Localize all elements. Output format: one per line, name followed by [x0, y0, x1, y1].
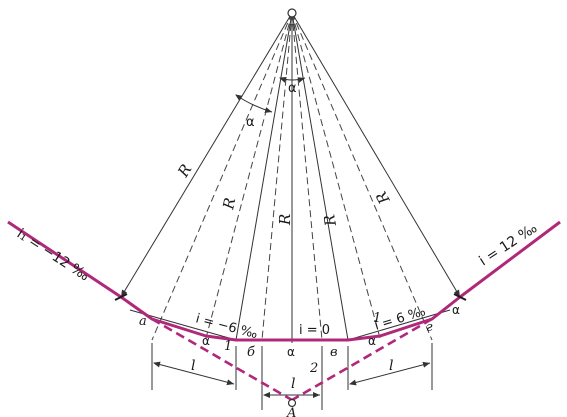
- tangent-lines: [151, 317, 433, 402]
- segment-label-left: l: [191, 358, 195, 374]
- dashed-radial-4: [291, 12, 323, 341]
- dashed-radial-5: [291, 12, 381, 339]
- curve-end-ticks: [114, 293, 467, 301]
- dashed-radial-3: [261, 12, 293, 341]
- left-angle-arc: [235, 94, 273, 113]
- dimension-lines: [151, 343, 433, 410]
- radius-label-center: R: [276, 214, 294, 226]
- grade-label-left: i₁ = −12 ‰: [14, 226, 92, 285]
- radius-label-right: R: [372, 188, 394, 208]
- rail-profile-line: [7, 220, 561, 342]
- angle-label-alpha-4: α: [452, 303, 460, 317]
- tangent-right: [291, 317, 433, 402]
- number-label-1-left: 1: [224, 339, 232, 354]
- number-label-2: 2: [309, 361, 318, 376]
- angle-label-alpha-2: α: [287, 345, 295, 359]
- angle-label-apex: α: [288, 81, 297, 96]
- dim-l-left: [153, 361, 235, 386]
- segment-label-center: l: [291, 376, 295, 392]
- radius-right: [291, 12, 461, 298]
- segment-label-right: l: [389, 358, 393, 374]
- apex-angle-arc: [279, 77, 306, 83]
- radius-label-center-left: R: [219, 196, 239, 212]
- angle-label-left: α: [246, 115, 255, 130]
- dashed-radial-6: [291, 12, 433, 341]
- dashed-radial-2: [205, 12, 293, 339]
- labels: R R R R R α α α α α α i₁ = −12 ‰ i = 12 …: [14, 81, 541, 417]
- point-label-b: б: [247, 345, 255, 360]
- angle-label-alpha-3: α: [368, 334, 376, 348]
- radius-lines: [120, 12, 461, 343]
- dashed-radial-1: [151, 12, 293, 341]
- point-label-v: в: [330, 345, 338, 360]
- angle-arcs: [235, 77, 306, 113]
- radius-center-right: [291, 12, 349, 341]
- point-label-a: a: [139, 314, 147, 329]
- radius-center-left: [235, 12, 293, 341]
- grade-label-zero: i = 0: [299, 323, 330, 338]
- radius-label-center-right: R: [320, 213, 340, 228]
- number-label-1-right: 1: [373, 311, 381, 326]
- angle-label-alpha-1: α: [202, 334, 210, 348]
- dim-l-right: [349, 361, 431, 386]
- tangent-left: [151, 317, 293, 402]
- dashed-radial-lines: [151, 12, 433, 341]
- point-label-A: A: [286, 406, 296, 417]
- radius-left: [120, 12, 293, 298]
- intersection-point: [287, 398, 297, 408]
- curve-center-point: [287, 8, 297, 18]
- point-label-g: г: [426, 320, 433, 335]
